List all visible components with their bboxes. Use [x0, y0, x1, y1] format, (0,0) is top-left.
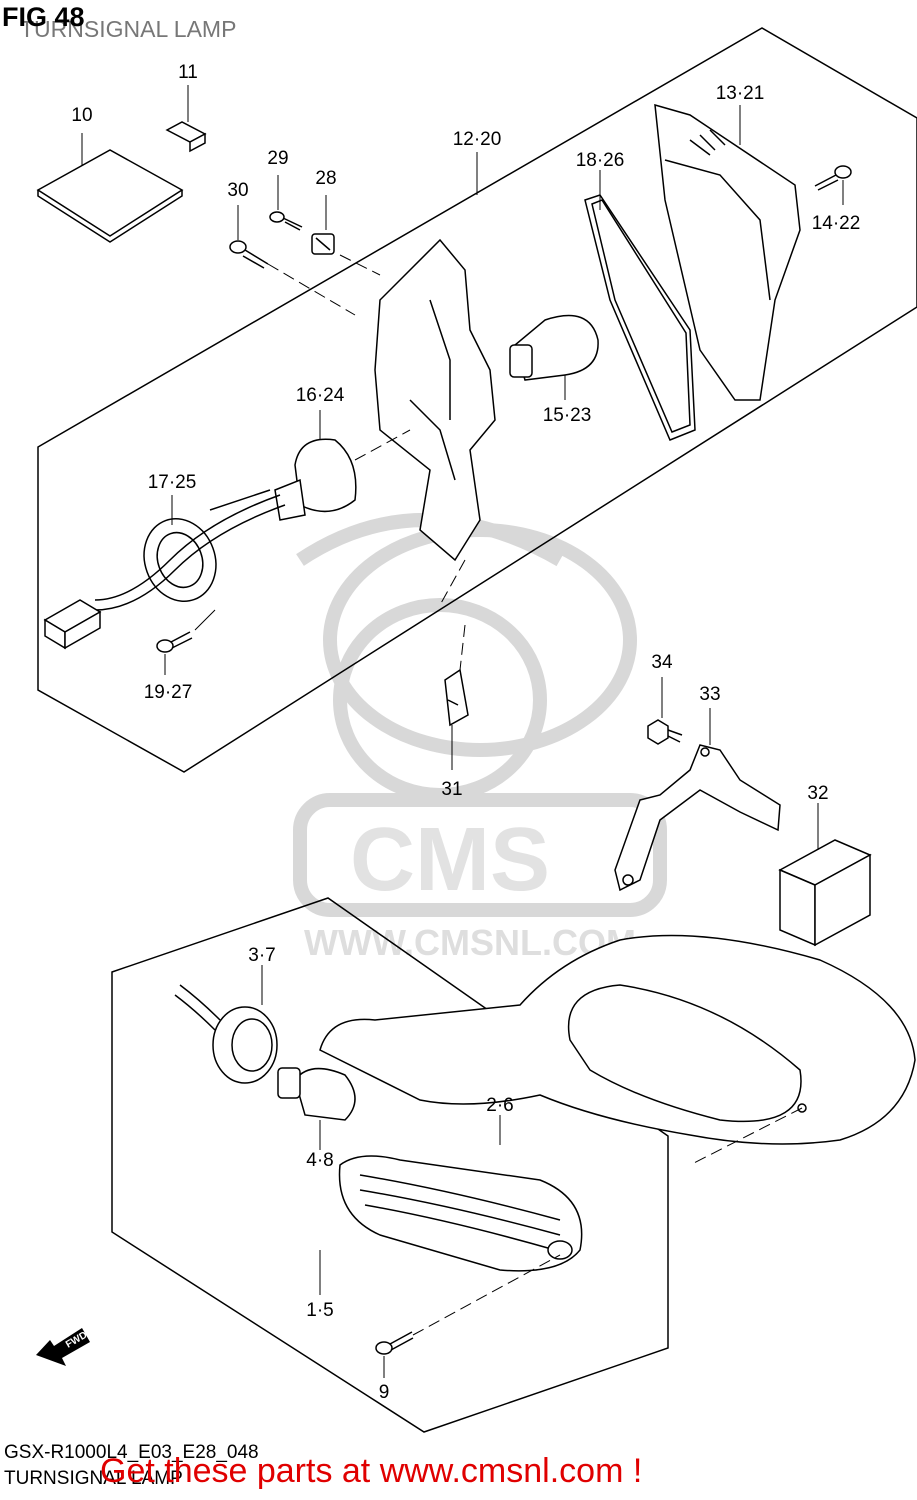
diagram-code: GSX-R1000L4_E03_E28_048: [4, 1442, 259, 1463]
bulb-part: [277, 1067, 356, 1121]
clamp-part: [444, 668, 469, 727]
callout-11: 11: [178, 62, 198, 83]
screw-part: [229, 211, 335, 269]
figure-title: TURNSIGNAL LAMP: [20, 16, 237, 42]
grommet-part: [143, 518, 217, 602]
callout-1-5: 1·5: [306, 1300, 333, 1321]
lens-part: [338, 1155, 583, 1272]
callout-16-24: 16·24: [296, 385, 345, 406]
bulb-part: [509, 314, 599, 381]
callout-9: 9: [379, 1382, 390, 1403]
relay-part: [778, 839, 872, 947]
figure-caption: TURNSIGNAL LAMP: [4, 1468, 183, 1489]
fwd-arrow-icon: FWD: [36, 1328, 90, 1366]
figure-number: FIG 48: [2, 2, 85, 32]
callout-4-8: 4·8: [306, 1150, 333, 1171]
socket-part: [274, 438, 357, 521]
wiring-harness: [174, 984, 221, 1031]
watermark-brand: CMS: [350, 810, 550, 910]
callout-12-20: 12·20: [453, 129, 502, 150]
upper-assembly-box: [37, 27, 917, 773]
promo-link[interactable]: Get these parts at www.cmsnl.com !: [100, 1452, 643, 1490]
callout-31: 31: [441, 779, 462, 800]
callout-33: 33: [699, 684, 720, 705]
socket-part: [212, 1006, 278, 1084]
bracket-part: [374, 238, 496, 562]
callout-13-21: 13·21: [716, 83, 765, 104]
callout-3-7: 3·7: [248, 945, 275, 966]
callout-28: 28: [315, 168, 336, 189]
screw-part: [156, 631, 193, 653]
callout-17-25: 17·25: [148, 472, 197, 493]
sheet-part: [36, 149, 184, 243]
callout-15-23: 15·23: [543, 405, 592, 426]
callout-29: 29: [267, 148, 288, 169]
callout-30: 30: [227, 180, 248, 201]
wiring-harness: [94, 489, 286, 611]
connector-part: [43, 599, 102, 650]
callout-34: 34: [651, 652, 673, 673]
callout-14-22: 14·22: [812, 213, 861, 234]
lens-part: [654, 103, 801, 401]
callout-2-6: 2·6: [486, 1095, 513, 1116]
callout-10: 10: [71, 105, 92, 126]
callout-18-26: 18·26: [576, 150, 625, 171]
callout-32: 32: [807, 783, 828, 804]
screw-part: [375, 1331, 414, 1355]
bolt-part: [647, 719, 683, 745]
housing-part: [319, 934, 916, 1145]
pad-part: [165, 121, 207, 153]
lower-assembly-box: [111, 897, 669, 1433]
screw-part: [814, 165, 852, 191]
relay-bracket-part: [614, 744, 781, 892]
callout-19-27: 19·27: [144, 682, 193, 703]
